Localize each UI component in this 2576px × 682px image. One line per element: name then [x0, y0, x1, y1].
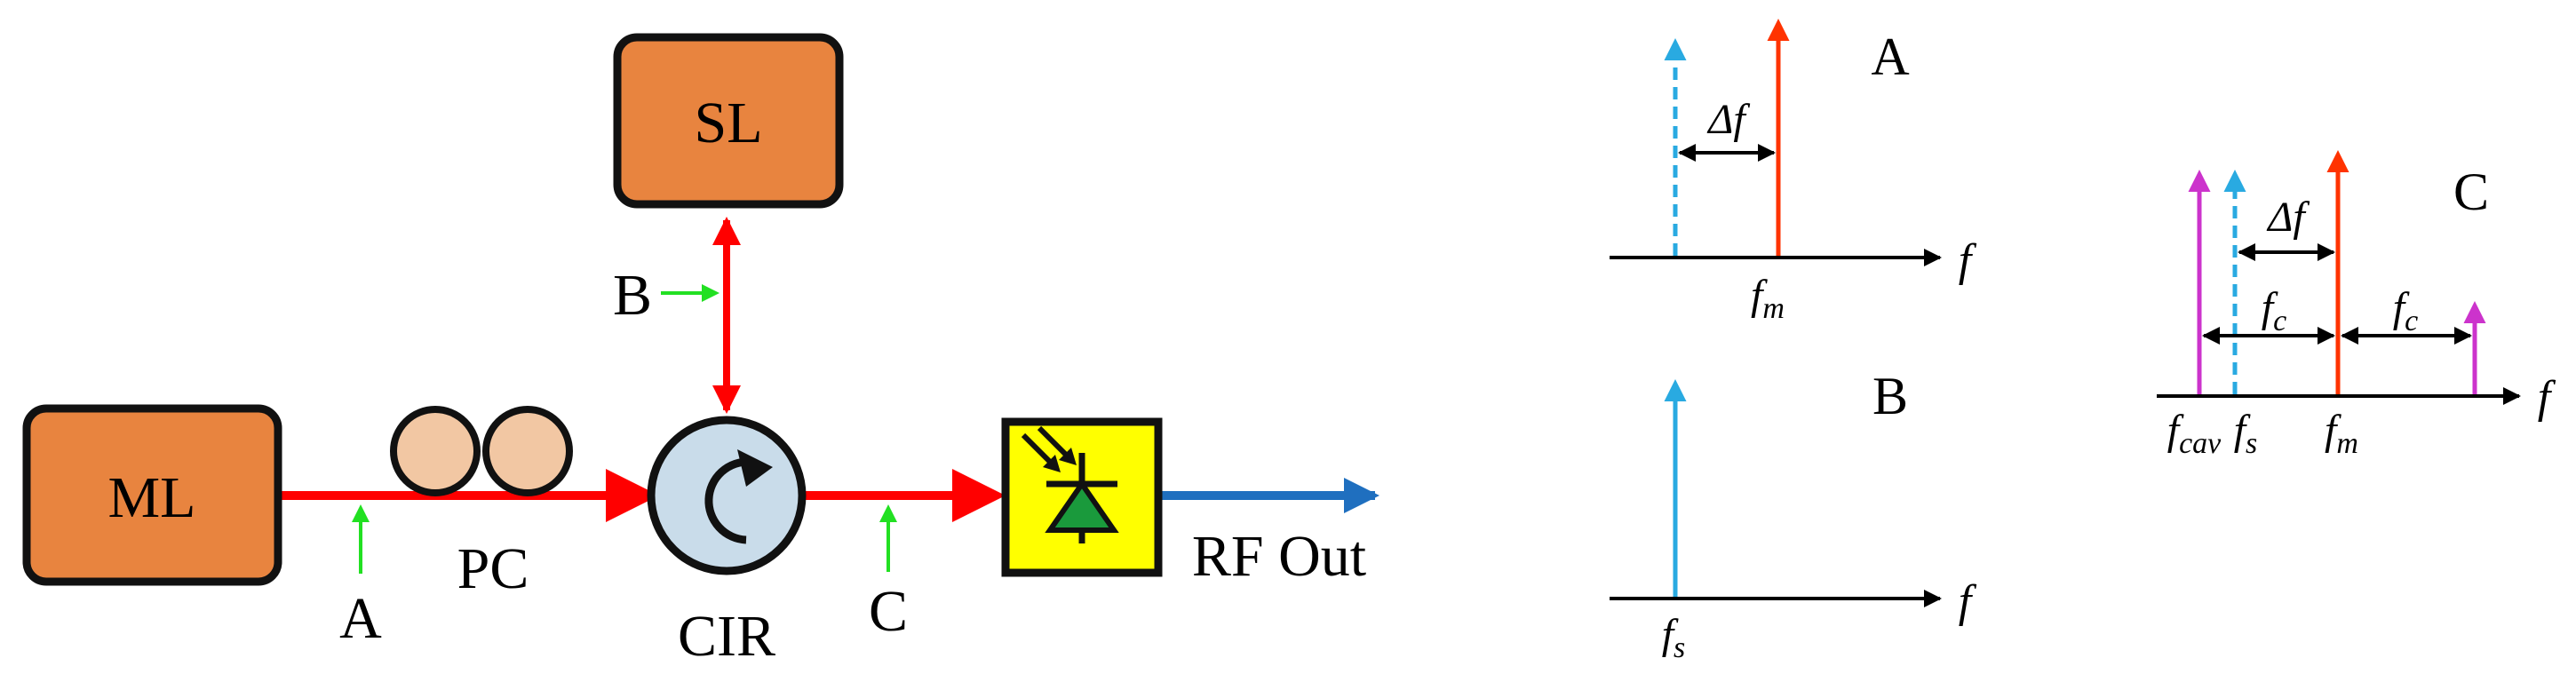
spectrum-a: f Δf fm A	[1610, 19, 1977, 325]
spectrum-b: f fs B	[1610, 367, 1977, 664]
spectrum-c-fc-left-label: fc	[2262, 284, 2286, 337]
pc-paddle-left	[390, 406, 481, 496]
circulator-rotation-arrow	[704, 457, 751, 544]
spectrum-c-fm-label: fm	[2325, 407, 2358, 460]
circulator-label: CIR	[678, 604, 775, 669]
spectrum-b-fs-label: fs	[1662, 611, 1686, 664]
slave-laser-box	[613, 33, 844, 209]
circulator	[647, 416, 807, 575]
spectrum-a-fm-label: fm	[1751, 272, 1785, 325]
master-laser-box	[22, 404, 282, 586]
pc-label: PC	[457, 536, 529, 601]
photodiode-symbol	[1021, 425, 1119, 543]
spectrum-c-fs-label: fs	[2234, 407, 2258, 460]
spectrum-c-axis-label: f	[2538, 372, 2556, 423]
spectrum-c-fcav-label: fcav	[2167, 407, 2222, 460]
master-laser-label: ML	[108, 465, 196, 530]
spectrum-c: f Δf fc fc fcav fs fm C	[2157, 150, 2556, 460]
spectrum-a-title: A	[1871, 28, 1909, 86]
probe-label-a: A	[339, 586, 382, 651]
probe-label-c: C	[869, 579, 908, 644]
slave-laser-label: SL	[694, 91, 762, 155]
spectrum-c-delta-label: Δf	[2266, 194, 2310, 241]
spectrum-b-axis-label: f	[1959, 576, 1977, 627]
rf-out-label: RF Out	[1192, 524, 1366, 589]
spectrum-a-axis-label: f	[1959, 235, 1977, 286]
circulator-rotation-arrowhead	[737, 449, 773, 487]
spectrum-a-delta-label: Δf	[1706, 96, 1750, 143]
spectrum-c-fc-right-label: fc	[2393, 284, 2418, 337]
spectrum-b-title: B	[1872, 367, 1908, 425]
spectrum-c-title: C	[2453, 163, 2489, 221]
pc-paddle-right	[482, 406, 573, 496]
probe-label-b: B	[613, 263, 652, 328]
